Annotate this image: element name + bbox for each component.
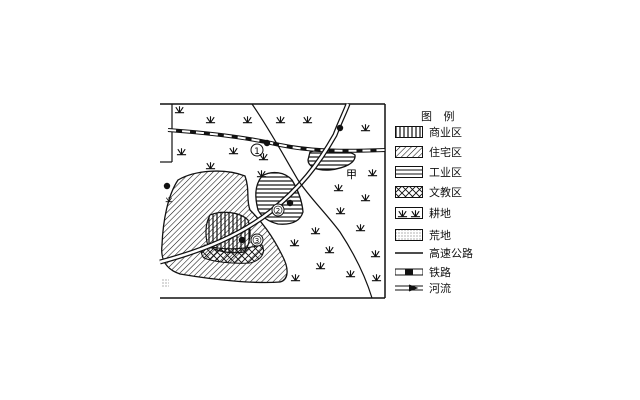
river [251, 103, 373, 299]
legend-item-farmland: 耕地 [395, 206, 451, 220]
highway [159, 103, 351, 265]
grass-symbol-swatch-icon [395, 207, 423, 219]
crosshatch-swatch-icon [395, 186, 423, 198]
svg-text:2: 2 [276, 207, 280, 215]
station-dot [263, 139, 271, 147]
svg-text:1: 1 [254, 147, 260, 157]
legend-item-highway: 高速公路 [395, 246, 473, 260]
legend-item-railway: 铁路 [395, 265, 451, 279]
legend-item-commercial: 商业区 [395, 125, 462, 139]
point-2-marker: 2 [271, 203, 285, 217]
point-3-marker: 3 [250, 233, 264, 247]
solid-line-swatch-icon [395, 252, 423, 254]
vertical-lines-swatch-icon [395, 126, 423, 138]
point-1-marker: 1 [250, 143, 264, 157]
station-dot [238, 236, 246, 244]
railway-line-swatch-icon [395, 268, 423, 276]
legend-item-wasteland: 荒地 [395, 228, 451, 242]
legend-item-industrial: 工业区 [395, 165, 462, 179]
legend-item-education: 文教区 [395, 185, 462, 199]
station-dot [163, 182, 171, 190]
station-dot [336, 124, 344, 132]
legend-item-residential: 住宅区 [395, 145, 462, 159]
arrow-line-swatch-icon [395, 284, 423, 292]
diagonal-lines-swatch-icon [395, 146, 423, 158]
label-jia: 甲 [346, 168, 357, 181]
svg-text:3: 3 [255, 237, 259, 245]
horizontal-lines-swatch-icon [395, 166, 423, 178]
station-dot [286, 199, 294, 207]
legend-title: 图 例 [421, 110, 459, 123]
railway [167, 128, 386, 153]
legend-item-river: 河流 [395, 281, 451, 295]
dots-swatch-icon [395, 229, 423, 241]
education-area [200, 244, 265, 264]
wasteland-patch [161, 278, 169, 287]
